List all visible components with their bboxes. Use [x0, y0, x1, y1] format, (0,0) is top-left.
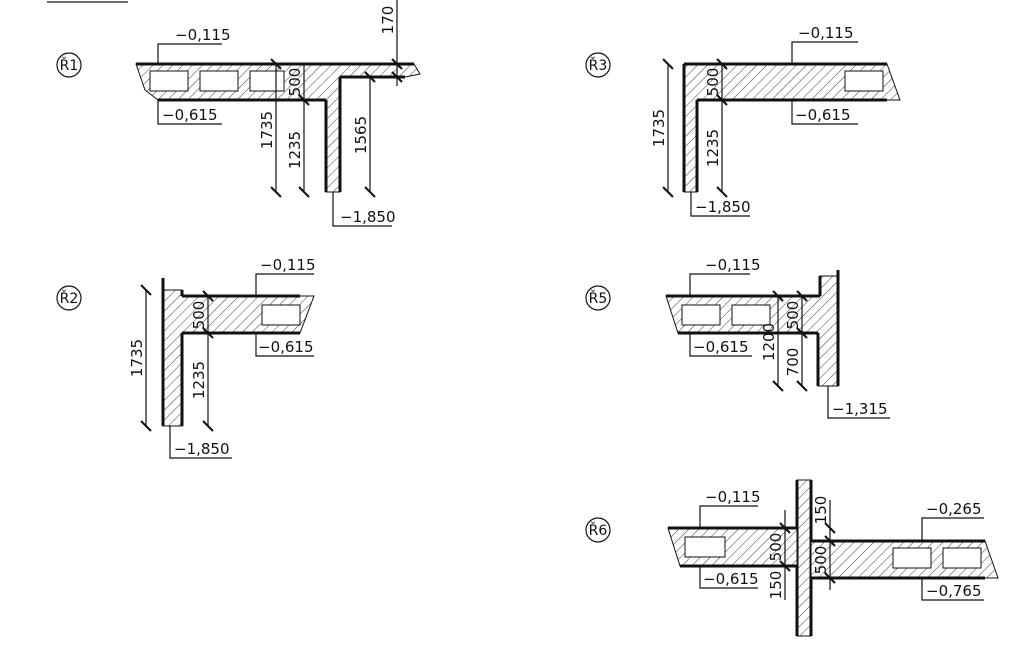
void-r5-2: [731, 304, 771, 326]
level-bottom-r3: −0,615: [795, 106, 851, 124]
dim-wall-r1: 1235: [286, 131, 304, 169]
dim-beam-right-r6: 500: [812, 546, 830, 575]
dim-wall-r5: 700: [784, 348, 802, 377]
section-r1: Ř1 −0,115 −0,615 −1,850 1735 1235 500 15…: [56, 0, 421, 227]
section-label-r6: Ř6: [589, 522, 608, 539]
dim-beam-r3: 500: [704, 68, 722, 97]
level-foot-r2: −1,850: [174, 440, 230, 458]
level-top-left-r6: −0,115: [705, 488, 761, 506]
level-foot-r3: −1,850: [695, 198, 751, 216]
level-foot-r1: −1,850: [340, 208, 396, 226]
void-r2-1: [261, 304, 301, 326]
dim-total-r5: 1200: [760, 323, 778, 361]
void-r6-right-1: [892, 547, 932, 569]
level-top-r3: −0,115: [798, 24, 854, 42]
level-top-r2: −0,115: [260, 256, 316, 274]
level-bottom-r1: −0,615: [162, 106, 218, 124]
dim-total-r3: 1735: [650, 109, 668, 147]
dim-wall-r3: 1235: [704, 129, 722, 167]
level-top-right-r6: −0,265: [926, 500, 982, 518]
dim-top-r1: 170: [379, 6, 397, 35]
dim-beam-r2: 500: [190, 301, 208, 330]
void-r6-left: [684, 536, 726, 558]
section-label-r1: Ř1: [60, 57, 79, 74]
dim-top-r6: 150: [812, 496, 830, 525]
level-foot-r5: −1,315: [832, 400, 888, 418]
dim-total-r2: 1735: [128, 339, 146, 377]
level-bottom-left-r6: −0,615: [703, 570, 759, 588]
dim-total-r1: 1735: [258, 111, 276, 149]
section-r6: Ř6 −0,115 −0,615 −0,265 −0,765 500 150 1…: [585, 479, 999, 637]
dim-beam-r5: 500: [784, 301, 802, 330]
section-r3: Ř3 −0,115 −0,615 −1,850 1735 500 1235: [585, 24, 901, 217]
section-marker-r6: [585, 517, 611, 543]
void-r1-3: [249, 70, 285, 92]
dim-bottom-r6: 150: [767, 571, 785, 600]
section-r2: Ř2 −0,115 −0,615 −1,850 1735 500 1235: [56, 256, 316, 459]
level-top-r1: −0,115: [175, 26, 231, 44]
section-label-r3: Ř3: [589, 57, 608, 74]
void-r3-1: [844, 70, 884, 92]
dim-beam-r1: 500: [286, 68, 304, 97]
section-r5: Ř5 −0,115 −0,615 −1,315 1200 500 700: [585, 256, 890, 419]
level-top-r5: −0,115: [705, 256, 761, 274]
section-marker-r2: [56, 285, 82, 311]
section-marker-r5: [585, 285, 611, 311]
slab-r5: [665, 275, 839, 387]
void-r5-1: [681, 304, 721, 326]
dim-beam-left-r6: 500: [767, 533, 785, 562]
dim-right-r1: 1565: [352, 116, 370, 154]
wall-r6: [796, 479, 812, 637]
dim-wall-r2: 1235: [190, 361, 208, 399]
level-bottom-r5: −0,615: [693, 338, 749, 356]
level-bottom-right-r6: −0,765: [926, 582, 982, 600]
section-marker-r3: [585, 52, 611, 78]
section-label-r5: Ř5: [589, 290, 608, 307]
section-marker-r1: [56, 52, 82, 78]
section-label-r2: Ř2: [60, 290, 79, 307]
void-r1-2: [199, 70, 239, 92]
level-bottom-r2: −0,615: [258, 338, 314, 356]
void-r6-right-2: [942, 547, 982, 569]
void-r1-1: [149, 70, 189, 92]
